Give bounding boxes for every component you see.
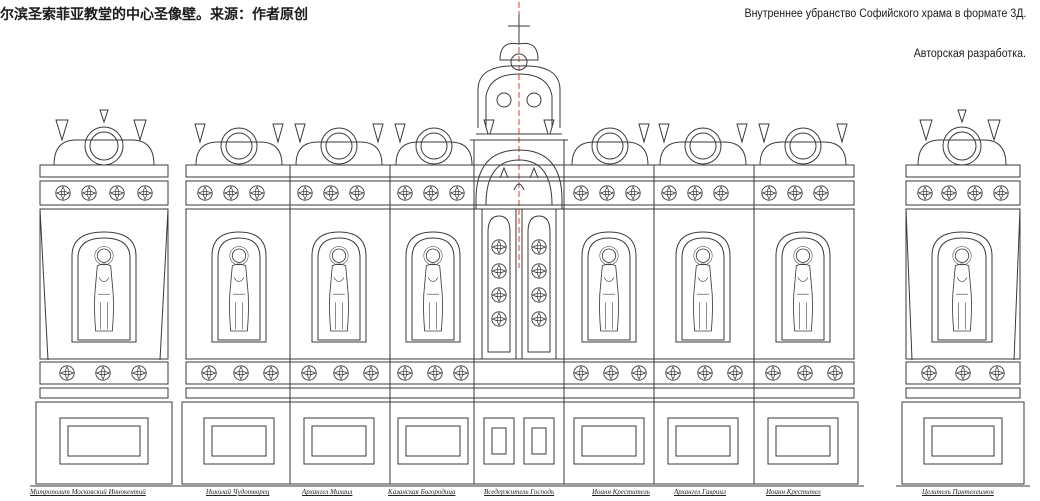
main-panels [194,123,848,484]
caption-russian-line-1: Внутреннее убранство Софийского храма в … [744,8,1026,20]
center-crown [470,14,568,141]
right-side-wing [901,109,1025,485]
panel-label-3: Архангел Михаил [302,488,353,496]
main-screen-frame [30,164,1030,487]
panel-label-7: Архангел Гавриил [674,488,726,496]
panel-label-9: Целитель Пантелеимон [922,488,994,496]
left-side-wing [35,109,173,485]
panel-label-8: Иоанн Крестител [766,488,821,496]
panel-label-4: Казанская Богородица [388,488,456,496]
panel-label-6: Иоанн Креститель [592,488,650,496]
panel-label-1: Митрополит Московский Иннокентий [30,488,146,496]
caption-russian-line-2: Авторская разработка. [913,48,1026,60]
panel-label-2: Николай Чудотворец [206,488,270,496]
caption-chinese: 尔滨圣索菲亚教堂的中心圣像壁。来源：作者原创 [0,7,308,23]
panel-label-5: Вседержитель Господь [484,488,555,496]
panel-labels: Митрополит Московский Иннокентий Николай… [0,488,1040,500]
